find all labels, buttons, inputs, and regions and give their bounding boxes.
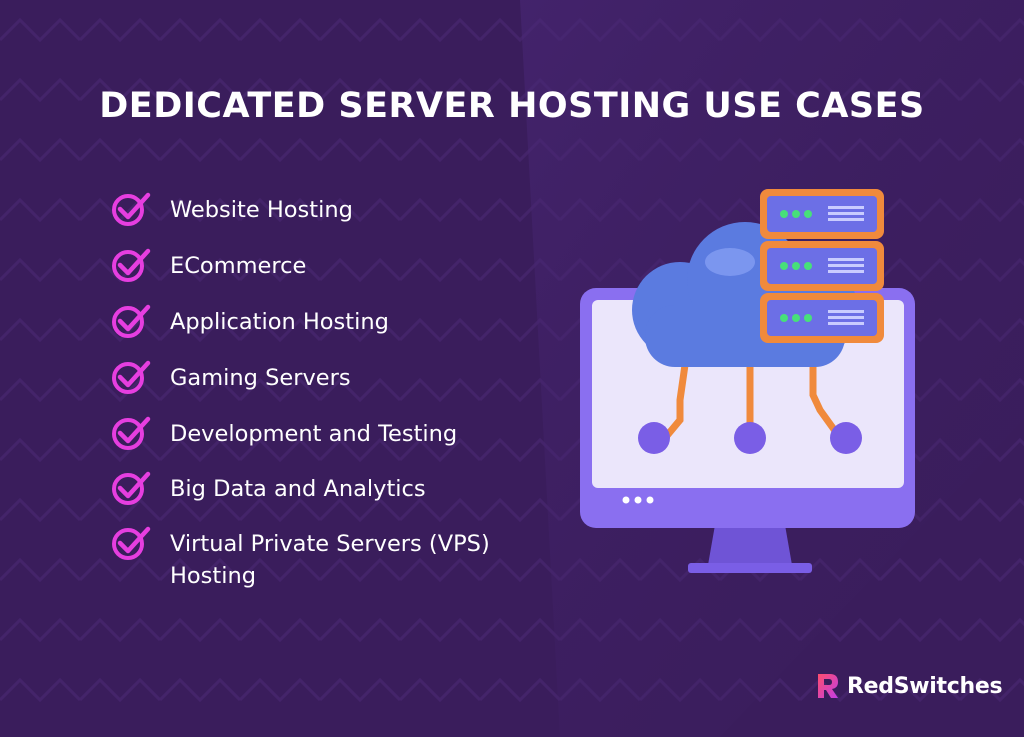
check-circle-icon <box>112 304 151 338</box>
check-circle-icon <box>112 526 151 560</box>
list-item: Development and Testing <box>110 414 550 452</box>
check-circle-icon <box>112 360 151 394</box>
list-item: Website Hosting <box>110 190 550 228</box>
server-stack-icon <box>760 189 884 343</box>
list-item: Gaming Servers <box>110 358 550 396</box>
network-nodes <box>638 422 862 454</box>
page-title: DEDICATED SERVER HOSTING USE CASES <box>99 86 925 126</box>
check-circle-icon <box>112 192 151 226</box>
list-item-label: Gaming Servers <box>170 365 351 391</box>
list-item: Virtual Private Servers (VPS) Hosting <box>110 524 550 592</box>
check-circle-icon <box>112 471 151 505</box>
list-item: Application Hosting <box>110 302 550 340</box>
list-item-label: Development and Testing <box>170 421 458 447</box>
list-item-label: Big Data and Analytics <box>170 476 426 502</box>
list-item-label: Virtual Private Servers (VPS) Hosting <box>170 531 490 589</box>
list-item: Big Data and Analytics <box>110 469 550 507</box>
monitor-stand <box>688 525 812 573</box>
list-item-label: Application Hosting <box>170 309 389 335</box>
cloud-server-monitor-illustration <box>580 189 915 573</box>
list-item: ECommerce <box>110 246 550 284</box>
brand-logo: RedSwitches <box>815 671 1003 701</box>
list-item-label: Website Hosting <box>170 197 353 223</box>
check-circle-icon <box>112 248 151 282</box>
brand-name: RedSwitches <box>847 673 1003 699</box>
list-item-label: ECommerce <box>170 253 307 279</box>
redswitches-logo-icon <box>818 674 838 698</box>
check-circle-icon <box>112 416 151 450</box>
